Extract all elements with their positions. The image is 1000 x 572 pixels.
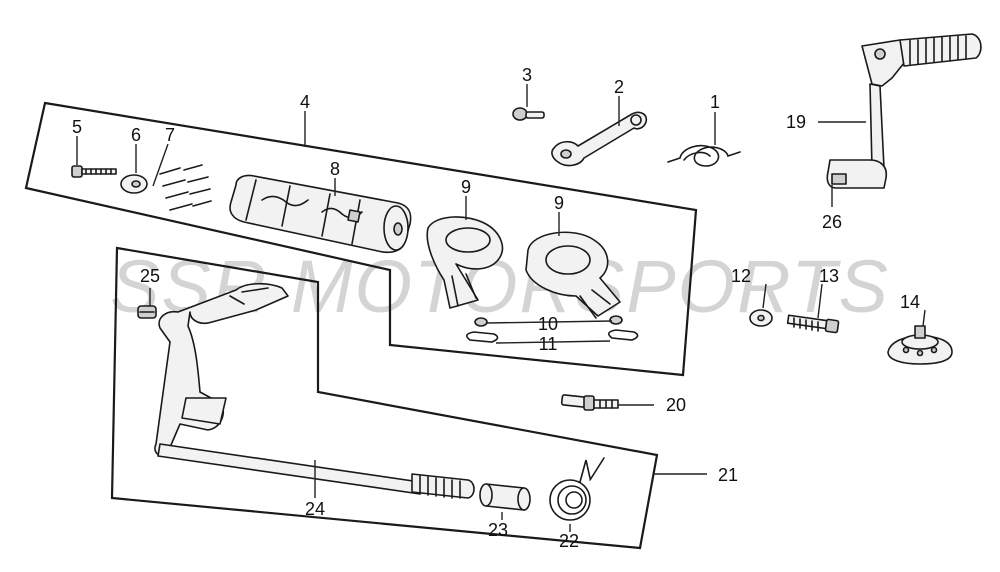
- part-23-collar: [479, 483, 531, 511]
- callout-12: 12: [731, 266, 751, 286]
- callout-3: 3: [522, 65, 532, 85]
- part-2-stopper-arm: [551, 111, 648, 167]
- callout-26: 26: [822, 212, 842, 232]
- callout-9b: 9: [554, 193, 564, 213]
- part-14-cover: [887, 325, 953, 365]
- callout-10: 10: [538, 314, 558, 334]
- part-22-return-spring: [549, 457, 605, 521]
- callout-22: 22: [559, 531, 579, 551]
- part-6-washer: [120, 174, 148, 194]
- callout-7: 7: [165, 125, 175, 145]
- callout-21: 21: [718, 465, 738, 485]
- callout-24: 24: [305, 499, 325, 519]
- callout-20: 20: [666, 395, 686, 415]
- part-8-shift-drum: [229, 174, 412, 254]
- part-19-kickstart-lever: [826, 33, 982, 189]
- callout-labels: 1 2 3 4 5 6 7 8 9 9 10 11 12 13 14 19 20…: [72, 65, 920, 551]
- part-11-clips: [466, 329, 639, 343]
- part-1-spring: [667, 144, 741, 167]
- leader-lines: [76, 84, 926, 532]
- part-9-shift-fork-a: [426, 216, 504, 309]
- group-frame-shift-drum: [24, 101, 698, 377]
- callout-13: 13: [819, 266, 839, 286]
- callout-25: 25: [140, 266, 160, 286]
- part-24-shift-shaft: [154, 282, 475, 499]
- part-10-pins: [474, 315, 623, 327]
- callout-14: 14: [900, 292, 920, 312]
- callout-23: 23: [488, 520, 508, 540]
- part-25-bolt: [137, 305, 157, 319]
- part-5-bolt: [71, 165, 117, 178]
- callout-19: 19: [786, 112, 806, 132]
- part-3-bolt: [512, 107, 545, 121]
- callout-6: 6: [131, 125, 141, 145]
- callout-2: 2: [614, 77, 624, 97]
- callout-9a: 9: [461, 177, 471, 197]
- group-frame-shift-shaft: [110, 246, 659, 550]
- part-12-washer: [749, 309, 773, 327]
- callout-5: 5: [72, 117, 82, 137]
- part-7-pins: [159, 164, 212, 211]
- callout-4: 4: [300, 92, 310, 112]
- callout-8: 8: [330, 159, 340, 179]
- callout-11: 11: [539, 334, 558, 354]
- part-9-shift-fork-b: [525, 231, 621, 319]
- part-20-bolt: [560, 394, 619, 411]
- callout-1: 1: [710, 92, 720, 112]
- part-13-bolt: [786, 314, 840, 334]
